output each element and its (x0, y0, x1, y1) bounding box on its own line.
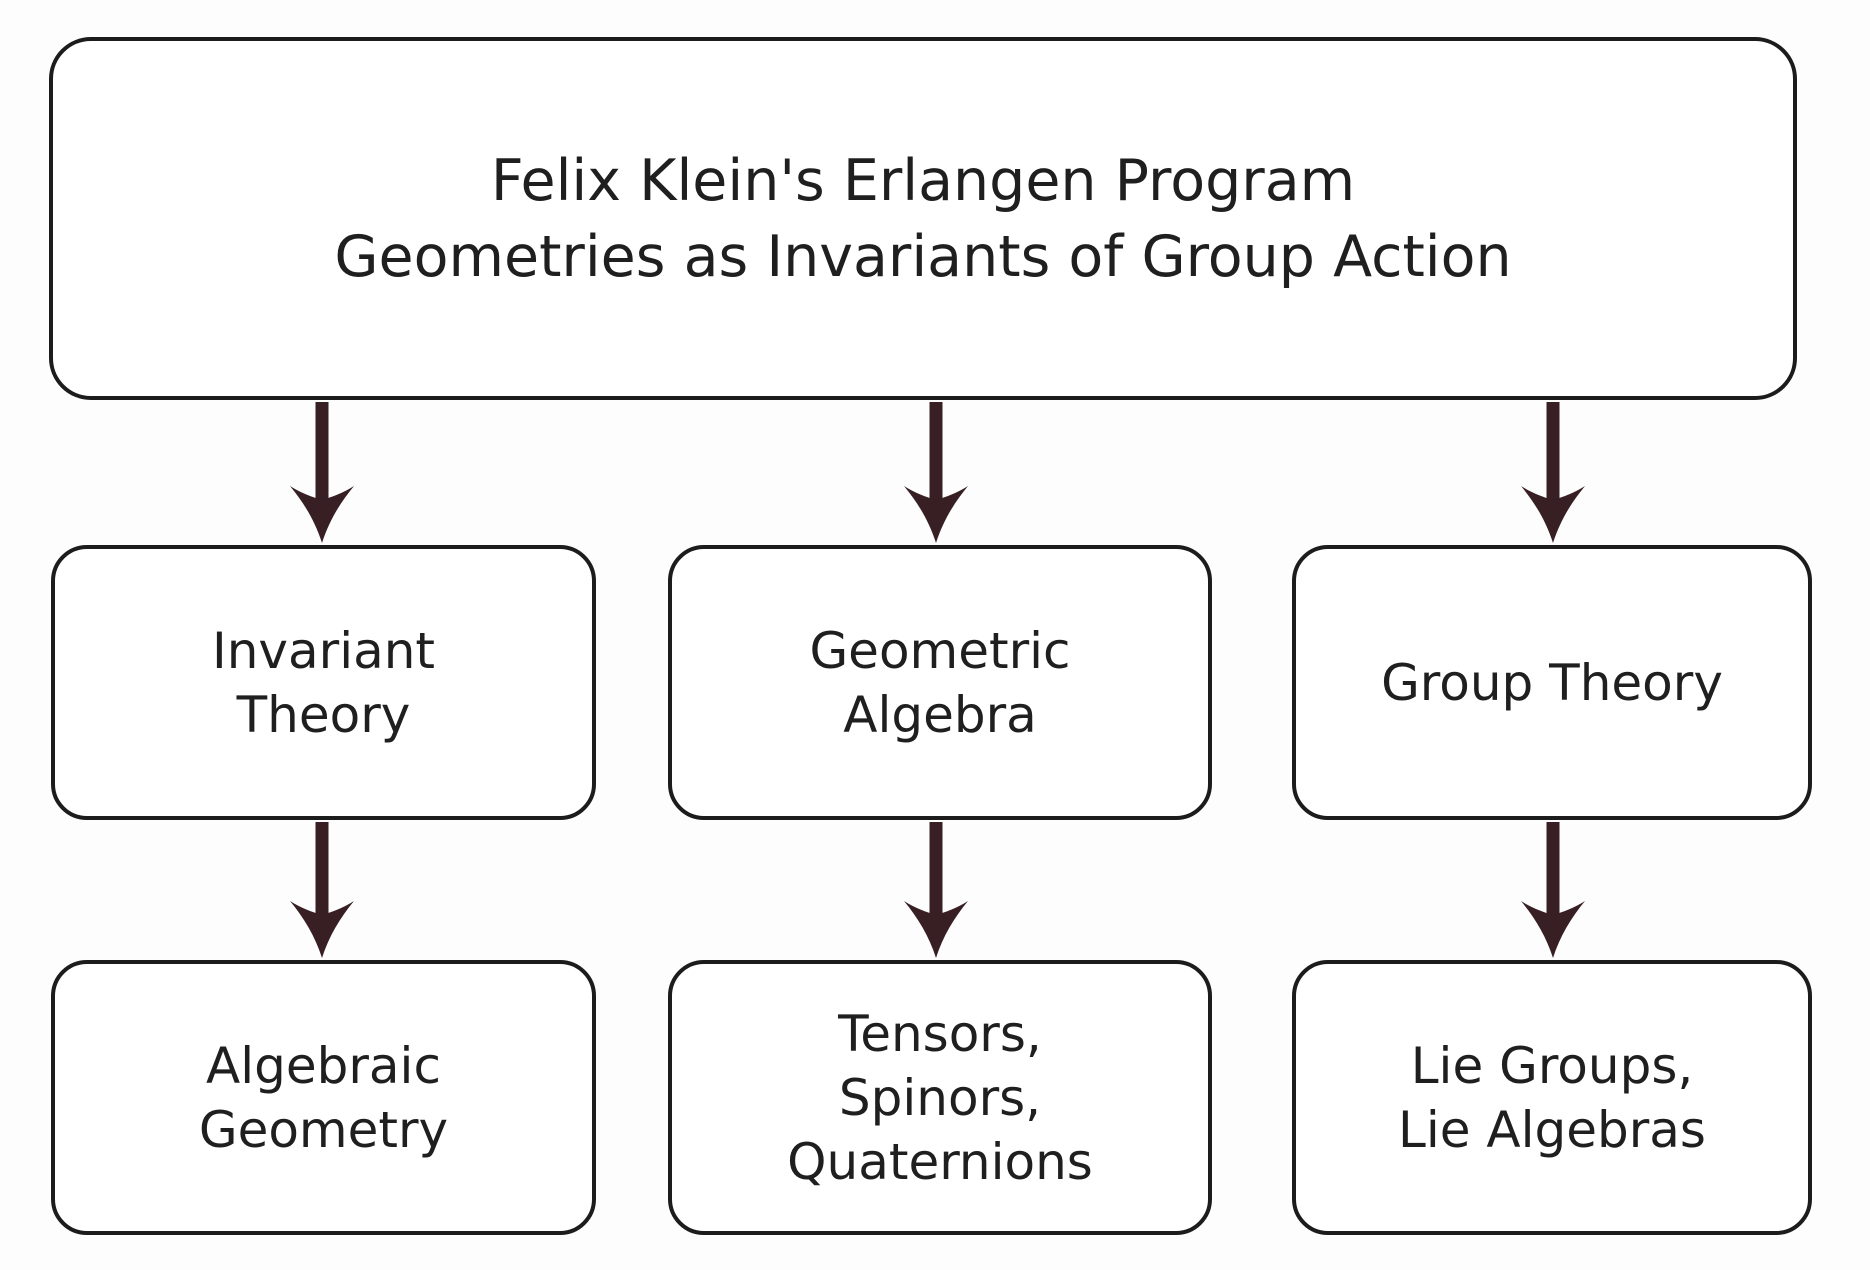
node-label-line: Geometric (809, 621, 1071, 680)
node-label-line: Algebra (843, 685, 1037, 744)
arrow-down-icon-root-to-geometric-algebra (904, 402, 968, 543)
arrow-down-icon-root-to-group-theory (1521, 402, 1585, 543)
node-label-line: Invariant (211, 621, 436, 680)
node-label-line: Quaternions (787, 1132, 1093, 1191)
arrow-down-icon-geometric-algebra-to-tensors (904, 822, 968, 958)
arrow-down-icon-invariant-theory-to-algebraic-geometry (290, 822, 354, 958)
node-invariant-theory: Invariant Theory (51, 545, 596, 820)
node-geometric-algebra: Geometric Algebra (668, 545, 1212, 820)
node-algebraic-geometry: Algebraic Geometry (51, 960, 596, 1235)
arrow-down-icon-group-theory-to-lie-groups (1521, 822, 1585, 958)
node-label-line: Lie Algebras (1398, 1100, 1706, 1159)
node-label-line: Algebraic (206, 1036, 441, 1095)
title-line-2: Geometries as Invariants of Group Action (334, 223, 1512, 290)
node-tensors-spinors-quaternions: Tensors, Spinors, Quaternions (668, 960, 1212, 1235)
node-group-theory: Group Theory (1292, 545, 1812, 820)
arrow-down-icon-root-to-invariant-theory (290, 402, 354, 543)
node-label-line: Group Theory (1381, 653, 1723, 712)
node-lie-groups-lie-algebras: Lie Groups, Lie Algebras (1292, 960, 1812, 1235)
title-line-1: Felix Klein's Erlangen Program (490, 147, 1356, 214)
node-label-line: Lie Groups, (1410, 1036, 1694, 1095)
node-label-line: Geometry (198, 1100, 449, 1159)
node-label-line: Spinors, (838, 1068, 1042, 1127)
node-label-line: Theory (236, 685, 411, 744)
node-erlangen-program-title: Felix Klein's Erlangen Program Geometrie… (49, 37, 1797, 400)
node-label-line: Tensors, (838, 1004, 1042, 1063)
